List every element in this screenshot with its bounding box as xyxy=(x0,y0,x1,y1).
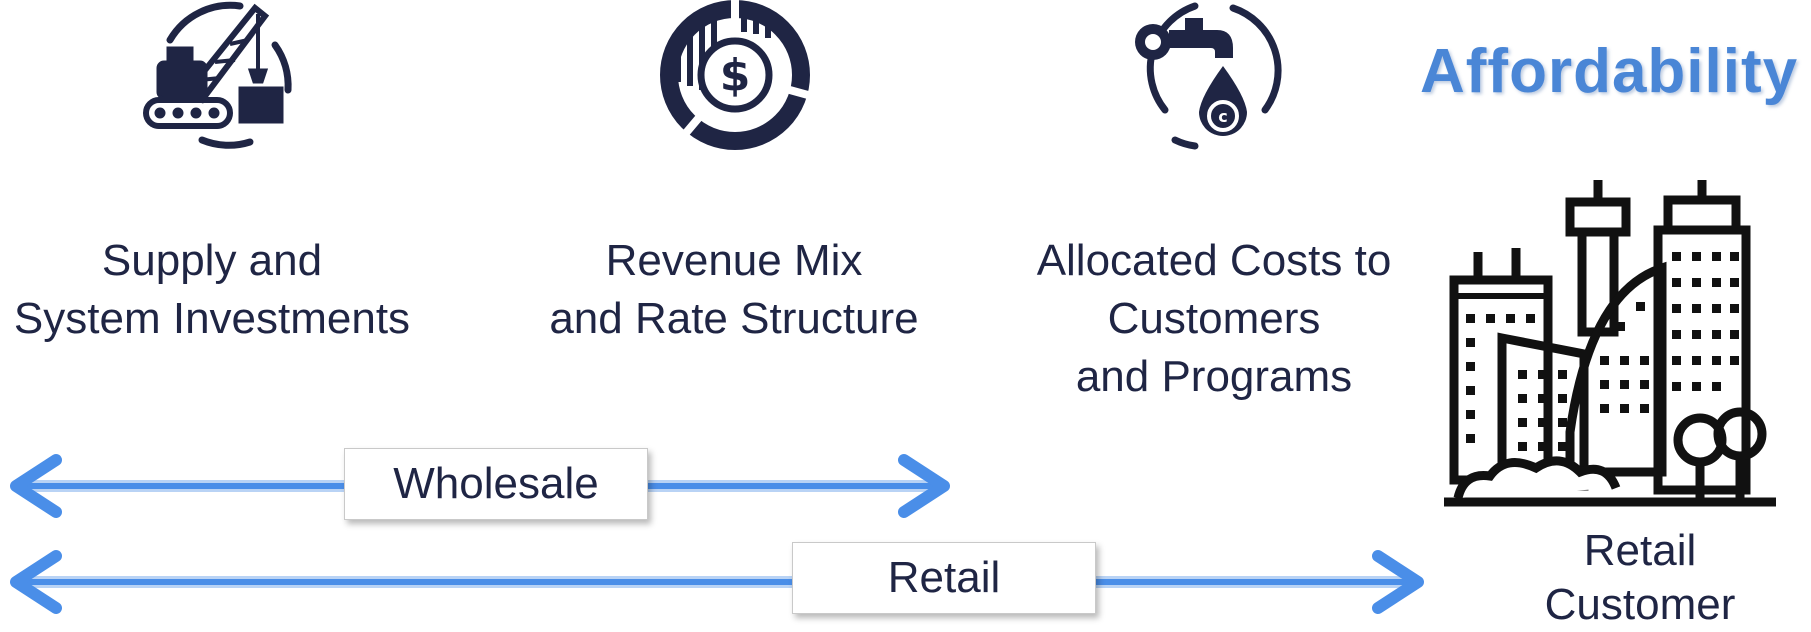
retail-arrow xyxy=(10,550,1424,614)
dollar-pie-icon: $ xyxy=(660,0,810,150)
customer-caption: Retail Customer xyxy=(1544,526,1736,629)
affordability-headline: Affordability xyxy=(1420,37,1799,106)
svg-text:$: $ xyxy=(720,50,751,101)
wholesale-label: Wholesale xyxy=(344,448,648,520)
retail-label: Retail xyxy=(792,542,1096,614)
city-buildings-icon xyxy=(1440,172,1780,512)
allocated-caption: Allocated Costs to Customers and Program… xyxy=(1036,236,1392,401)
crane-icon xyxy=(140,0,300,150)
faucet-drop-icon: c xyxy=(1125,0,1285,150)
svg-text:c: c xyxy=(1218,107,1227,126)
supply-caption: Supply and System Investments xyxy=(13,236,411,343)
revenue-caption: Revenue Mix and Rate Structure xyxy=(549,236,919,343)
